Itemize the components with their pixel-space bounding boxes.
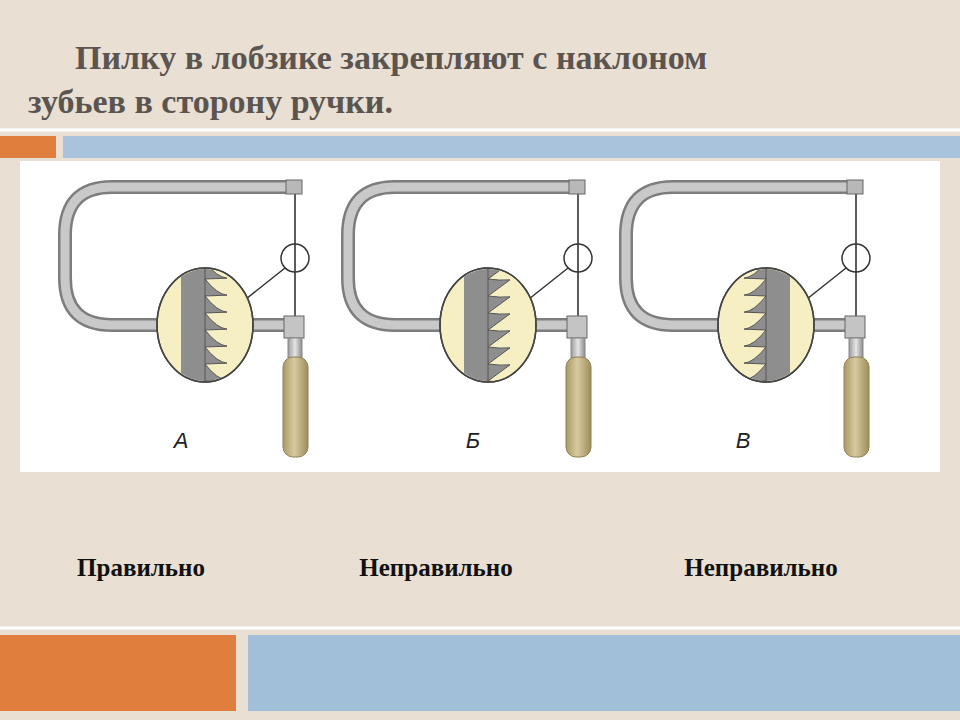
blade-strip (766, 260, 790, 390)
figure-letter: А (174, 428, 189, 454)
verdict-label: Правильно (77, 554, 205, 582)
verdict-label: Неправильно (359, 554, 512, 582)
figure-letter: Б (466, 428, 480, 454)
title: Пилку в лобзике закрепляют с наклоном зу… (28, 36, 728, 124)
blade-strip (464, 260, 488, 390)
blade-strip (181, 260, 205, 390)
figure-letter: В (736, 428, 751, 454)
verdict-label: Неправильно (684, 554, 837, 582)
